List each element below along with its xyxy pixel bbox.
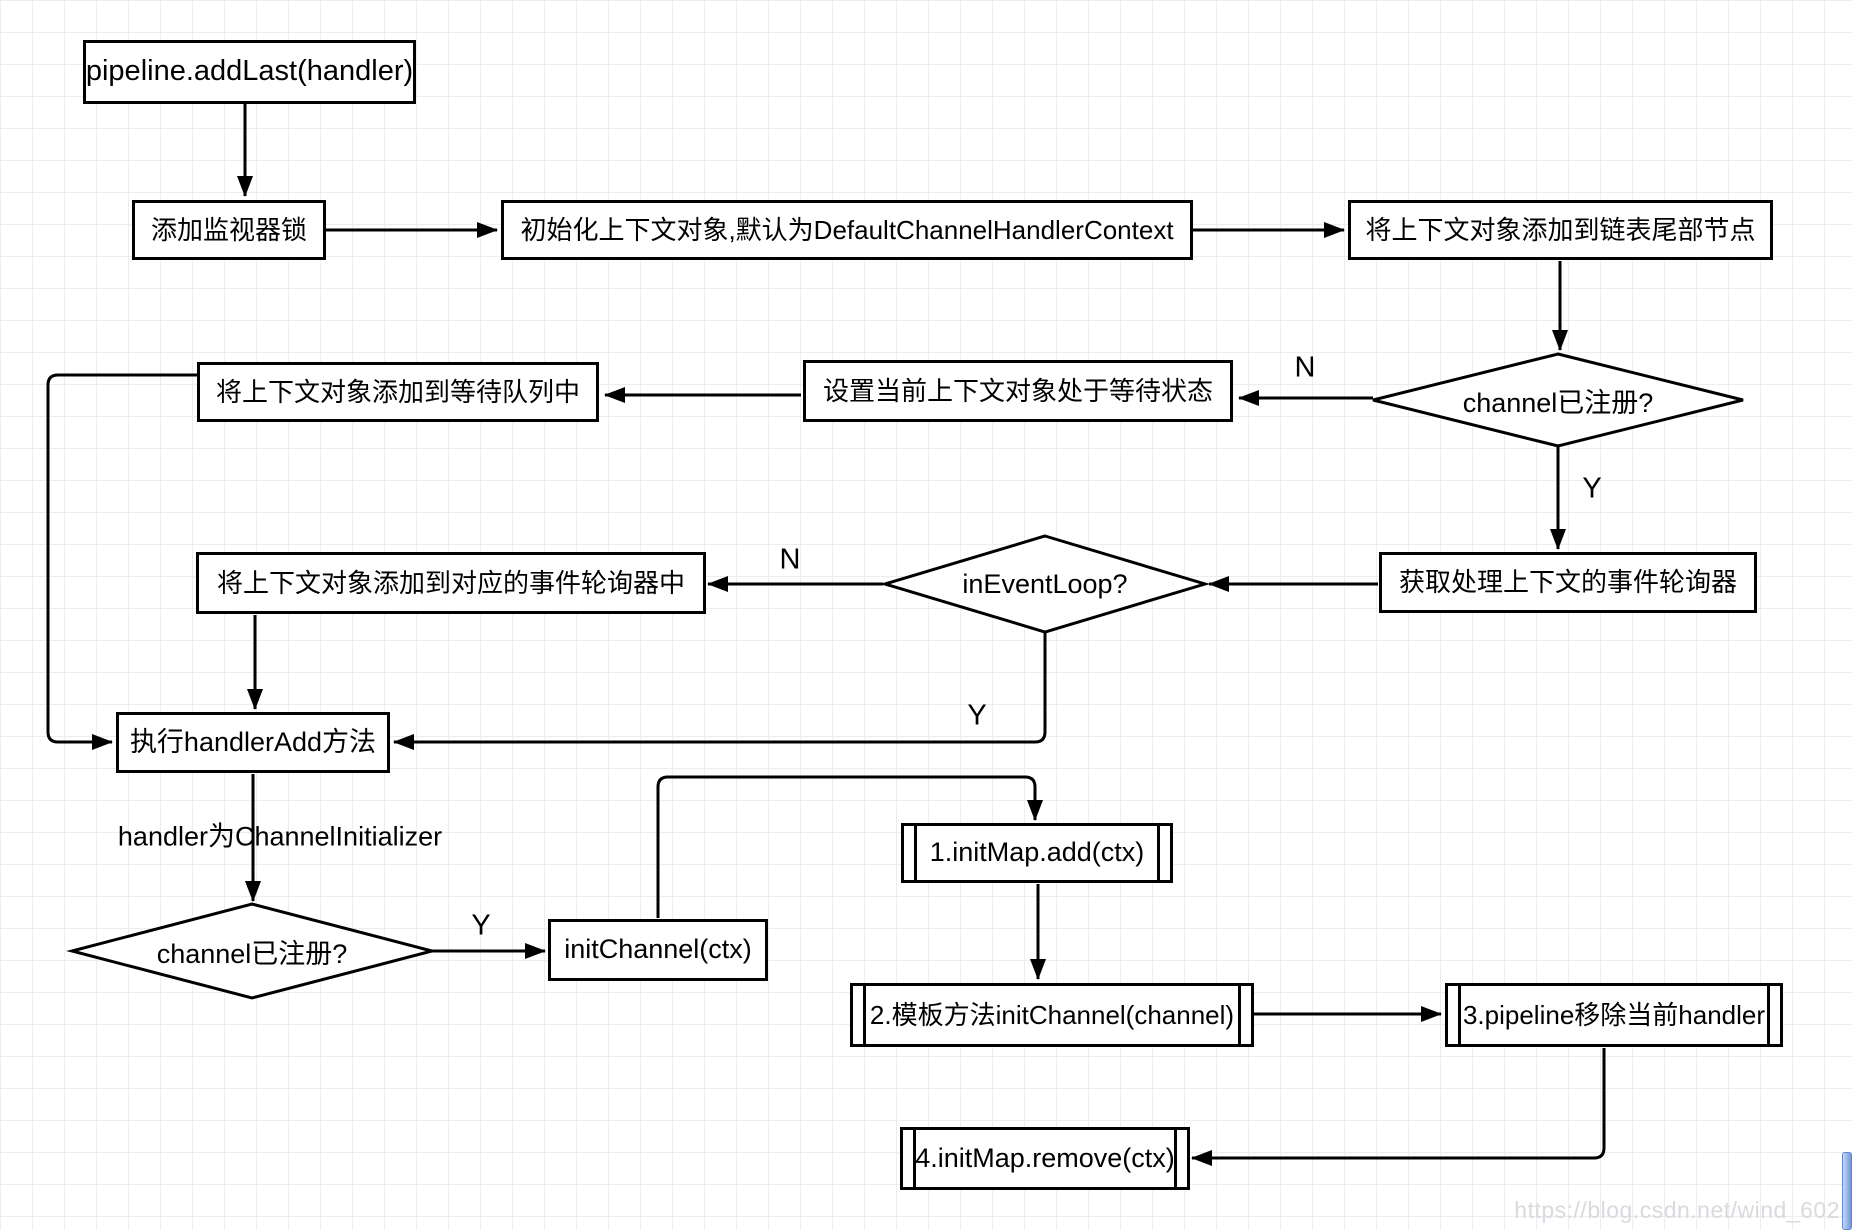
node-append-tail: 将上下文对象添加到链表尾部节点 bbox=[1348, 200, 1773, 260]
decision-in-event-loop-label: inEventLoop? bbox=[962, 568, 1128, 599]
decision-channel-registered-1-label: channel已注册? bbox=[1462, 387, 1654, 418]
node-exec-handler-add: 执行handlerAdd方法 bbox=[116, 712, 390, 773]
node-step2-template-initchannel: 2.模板方法initChannel(channel) bbox=[850, 983, 1254, 1047]
node-add-to-event-loop: 将上下文对象添加到对应的事件轮询器中 bbox=[196, 552, 706, 614]
decision-channel-registered-2-label: channel已注册? bbox=[156, 938, 348, 969]
node-init-context: 初始化上下文对象,默认为DefaultChannelHandlerContext bbox=[501, 200, 1193, 260]
decision-in-event-loop-shape bbox=[879, 534, 1211, 634]
edge-waitqueue-loop-to-exechandler bbox=[46, 373, 197, 750]
edge-initchannel-to-step1 bbox=[656, 775, 1043, 918]
edge-label-n-registered-1: N bbox=[1294, 351, 1316, 384]
edge-label-handler-is-initializer: handler为ChannelInitializer bbox=[117, 821, 443, 852]
edge-label-y-registered-2: Y bbox=[471, 909, 491, 942]
watermark-url: https://blog.csdn.net/wind_602 bbox=[1514, 1197, 1840, 1223]
edge-label-y-in-event-loop: Y bbox=[967, 699, 987, 732]
edge-label-y-registered-1: Y bbox=[1582, 472, 1602, 505]
edge-step3-to-step4 bbox=[1191, 1048, 1606, 1166]
scrollbar-thumb[interactable] bbox=[1842, 1152, 1852, 1230]
decision-channel-registered-2-shape bbox=[66, 902, 438, 1000]
node-step4-initmap-remove: 4.initMap.remove(ctx) bbox=[900, 1127, 1190, 1190]
node-get-event-loop: 获取处理上下文的事件轮询器 bbox=[1379, 552, 1757, 613]
node-step1-initmap-add: 1.initMap.add(ctx) bbox=[901, 823, 1173, 883]
node-set-waiting-state: 设置当前上下文对象处于等待状态 bbox=[803, 360, 1233, 422]
node-step3-pipeline-remove-handler: 3.pipeline移除当前handler bbox=[1445, 983, 1783, 1047]
node-init-channel: initChannel(ctx) bbox=[548, 919, 768, 981]
node-pipeline-addlast: pipeline.addLast(handler) bbox=[83, 40, 416, 104]
node-add-to-wait-queue: 将上下文对象添加到等待队列中 bbox=[197, 362, 599, 422]
node-add-monitor-lock: 添加监视器锁 bbox=[132, 200, 326, 260]
decision-channel-registered-1-shape bbox=[1372, 352, 1744, 448]
edge-decision2-y-to-exechandler bbox=[393, 633, 1047, 750]
edge-label-n-in-event-loop: N bbox=[779, 543, 801, 576]
